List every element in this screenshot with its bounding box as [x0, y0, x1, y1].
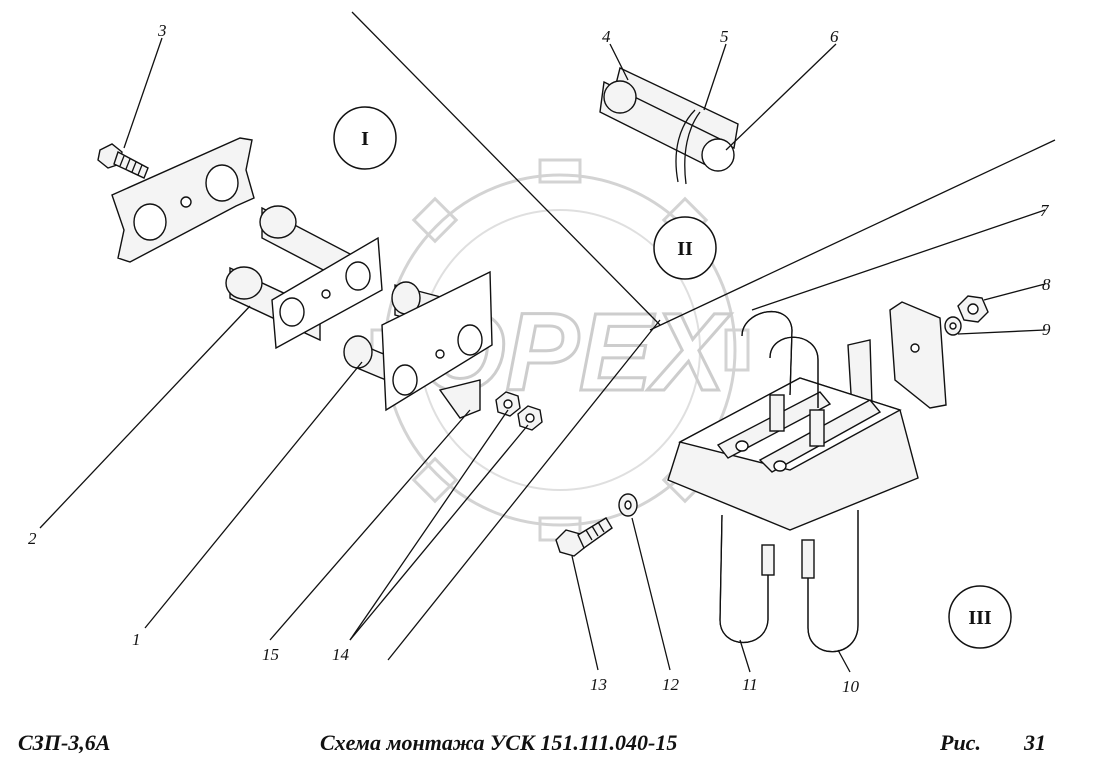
callout-6: 6 [830, 27, 839, 46]
callout-12: 12 [662, 675, 680, 694]
figure-label: Рис. [940, 730, 981, 755]
bracket-part-1 [343, 270, 493, 419]
junction-block [667, 377, 919, 531]
nut-part-14 [495, 391, 543, 431]
tube-part-7 [741, 310, 819, 408]
callout-13: 13 [590, 675, 607, 694]
bolt-part-3 [97, 143, 149, 179]
divider-line-1 [351, 11, 661, 326]
u-tube-part-11 [719, 514, 775, 643]
callout-8: 8 [1042, 275, 1051, 294]
divider-line-3 [387, 319, 661, 661]
machine-model-label: СЗП-3,6А [18, 730, 111, 755]
washer-part-9 [944, 316, 962, 336]
callout-15: 15 [262, 645, 279, 664]
nut-part-8 [957, 295, 989, 323]
callout-4: 4 [602, 27, 611, 46]
section-marker-II: II [653, 216, 717, 280]
callout-10: 10 [842, 677, 860, 696]
section-marker-I: I [333, 106, 397, 170]
pipe-bundle-part-4-5-6 [599, 67, 739, 185]
wall-plate [111, 137, 255, 263]
clamp-plate [847, 301, 947, 411]
divider-line-2 [649, 139, 1056, 331]
bolt-part-13 [555, 517, 613, 557]
callout-1: 1 [132, 630, 141, 649]
callout-11: 11 [742, 675, 758, 694]
bracket-part-2 [225, 205, 383, 350]
callout-14: 14 [332, 645, 350, 664]
callout-9: 9 [1042, 320, 1051, 339]
callout-7: 7 [1040, 201, 1050, 220]
diagram-caption: Схема монтажа УСК 151.111.040-15 [320, 730, 678, 755]
svg-text:II: II [677, 238, 693, 260]
callout-3: 3 [157, 21, 167, 40]
leader-lines [39, 37, 1046, 673]
section-marker-III: III [948, 585, 1012, 649]
callout-5: 5 [720, 27, 729, 46]
u-tube-part-10 [801, 510, 859, 653]
svg-text:III: III [968, 607, 992, 629]
callout-2: 2 [28, 529, 37, 548]
figure-number: 31 [1024, 730, 1046, 755]
svg-text:I: I [361, 128, 369, 150]
washer-part-12 [618, 493, 638, 517]
